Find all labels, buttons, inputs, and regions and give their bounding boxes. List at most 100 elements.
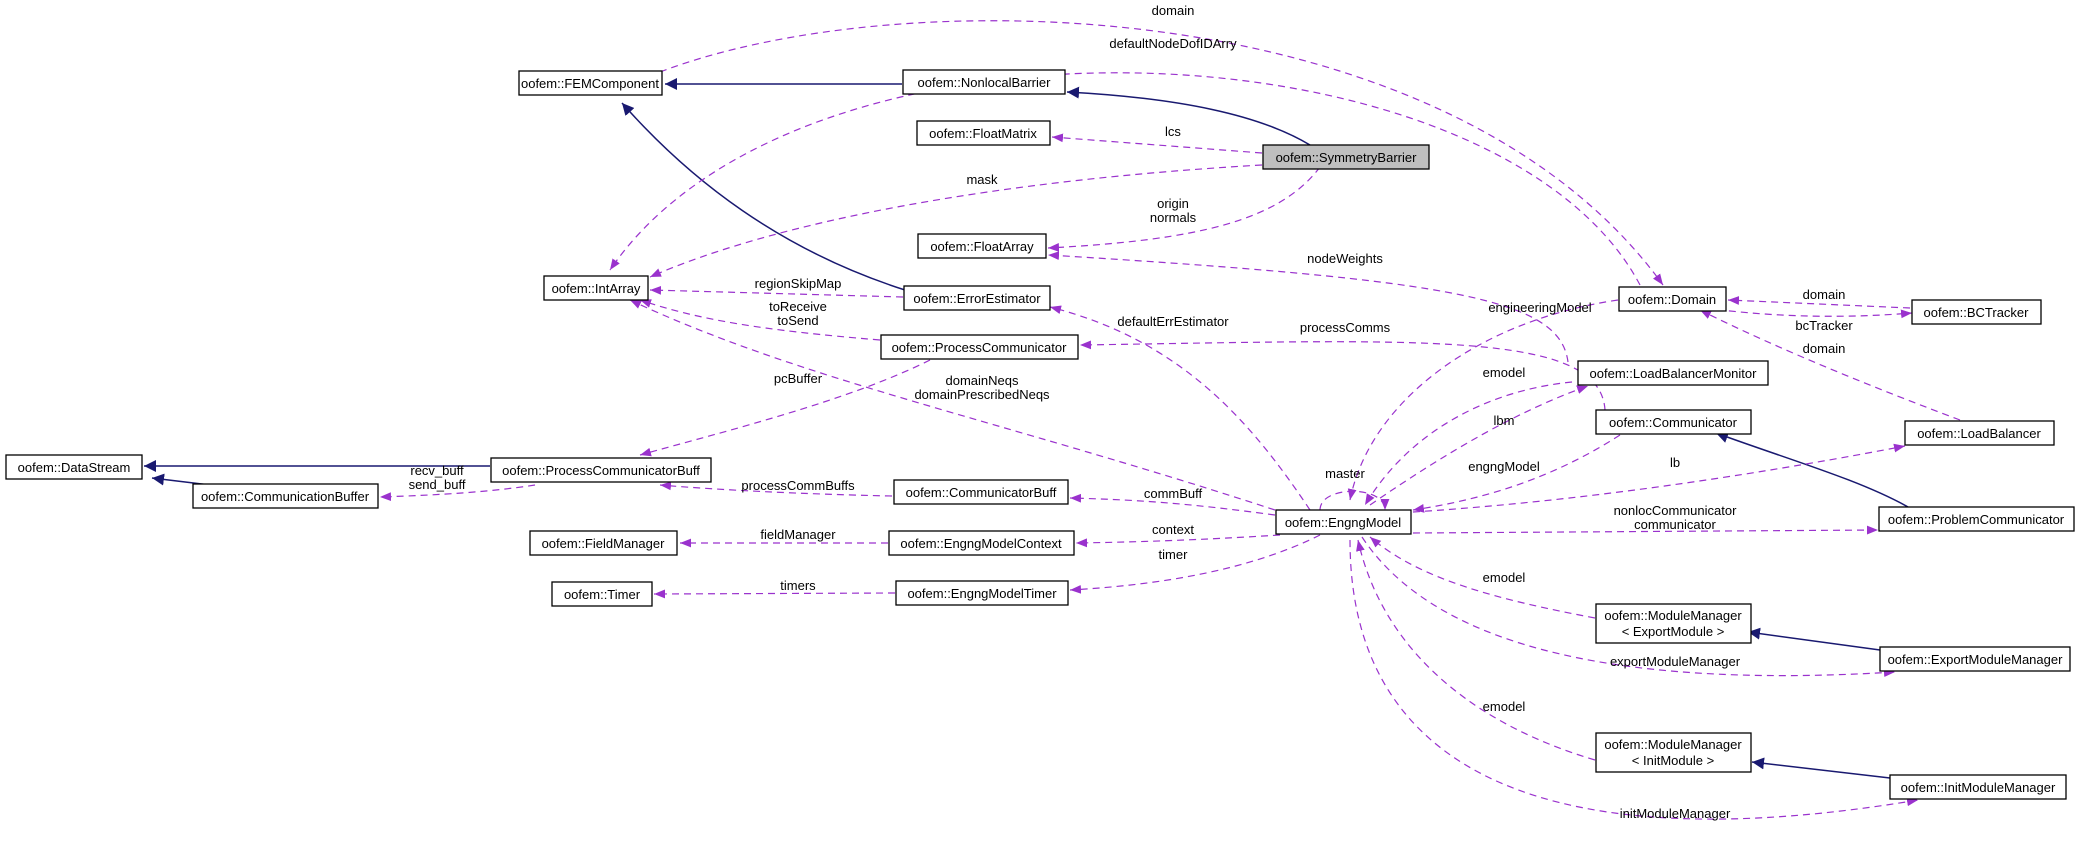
node-femcomponent[interactable]: oofem::FEMComponent: [518, 70, 663, 96]
edge-modulemanager-init-engngmodel: [1356, 539, 1596, 761]
edge-label: toSend: [777, 313, 818, 328]
edge-label: send_buff: [409, 477, 466, 492]
edge-problemcommunicator-communicator: [1715, 431, 1909, 508]
edge-errorestimator-femcomponent: [621, 102, 906, 291]
edge-engngmodel-master: [1319, 490, 1390, 511]
edge-label: defaultNodeDofIDArry: [1109, 36, 1237, 51]
node-symmetrybarrier[interactable]: oofem::SymmetryBarrier: [1262, 144, 1430, 170]
node-label: oofem::ExportModuleManager: [1888, 652, 2064, 667]
edge-engngmodel-communicatorbuff: [1069, 493, 1276, 516]
edge-label: communicator: [1634, 517, 1716, 532]
edge-processcommunicatorbuff-communicationbuffer: [379, 484, 536, 502]
node-label: oofem::EngngModelTimer: [907, 586, 1057, 601]
edge-label: emodel: [1483, 365, 1526, 380]
edge-label: recv_buff: [410, 463, 464, 478]
edge-label: pcBuffer: [774, 371, 823, 386]
node-label: oofem::EngngModelContext: [900, 536, 1062, 551]
node-label: oofem::ModuleManager: [1604, 737, 1742, 752]
node-bctracker[interactable]: oofem::BCTracker: [1911, 299, 2042, 325]
edge-symmetrybarrier-floatarray: [1047, 166, 1321, 252]
edge-label: regionSkipMap: [755, 276, 842, 291]
node-engngmodeltimer[interactable]: oofem::EngngModelTimer: [895, 580, 1069, 606]
edge-label: context: [1152, 522, 1194, 537]
node-initmodulemanager[interactable]: oofem::InitModuleManager: [1889, 774, 2067, 800]
edge-communicatorbuff-processcommunicatorbuff: [659, 481, 893, 497]
node-domain[interactable]: oofem::Domain: [1618, 286, 1727, 312]
node-problemcommunicator[interactable]: oofem::ProblemCommunicator: [1878, 506, 2075, 532]
edge-domain-engngmodel: [1347, 299, 1619, 501]
edge-processcommunicator-intarray: [639, 299, 881, 341]
edge-engngmodel-intarray: [629, 299, 1276, 511]
node-label: oofem::IntArray: [552, 281, 641, 296]
node-processcommunicator[interactable]: oofem::ProcessCommunicator: [880, 334, 1079, 360]
edge-label: bcTracker: [1795, 318, 1853, 333]
edge-engngmodel-loadbalancermonitor: [1369, 385, 1589, 506]
node-engngmodel[interactable]: oofem::EngngModel: [1275, 509, 1412, 535]
node-exportmodulemanager[interactable]: oofem::ExportModuleManager: [1879, 646, 2071, 672]
edge-label: processComms: [1300, 320, 1391, 335]
edge-label: toReceive: [769, 299, 827, 314]
edge-label: timer: [1159, 547, 1189, 562]
edge-label: commBuff: [1144, 486, 1203, 501]
node-label: oofem::SymmetryBarrier: [1276, 150, 1418, 165]
edge-label: exportModuleManager: [1610, 654, 1741, 669]
edge-engngmodeltimer-timer: [653, 589, 896, 599]
node-modulemanager-initmodule[interactable]: oofem::ModuleManager < InitModule >: [1595, 732, 1752, 773]
edge-label: domain: [1803, 341, 1846, 356]
node-label: oofem::InitModuleManager: [1901, 780, 2056, 795]
edge-engngmodel-loadbalancer: [1412, 443, 1906, 513]
edge-loadbalancermonitor-floatarray: [1047, 251, 1569, 363]
node-communicatorbuff[interactable]: oofem::CommunicatorBuff: [893, 479, 1069, 505]
node-label: oofem::EngngModel: [1285, 515, 1401, 530]
edge-label: initModuleManager: [1620, 806, 1731, 821]
node-label: oofem::DataStream: [18, 460, 131, 475]
node-fieldmanager[interactable]: oofem::FieldManager: [529, 530, 678, 556]
edge-label: domain: [1803, 287, 1846, 302]
node-floatarray[interactable]: oofem::FloatArray: [917, 233, 1047, 259]
node-nonlocalbarrier[interactable]: oofem::NonlocalBarrier: [902, 69, 1066, 95]
node-timer[interactable]: oofem::Timer: [551, 581, 653, 607]
node-datastream[interactable]: oofem::DataStream: [5, 454, 143, 480]
edge-errorestimator-intarray: [649, 285, 904, 298]
node-label-template: < InitModule >: [1632, 753, 1714, 768]
node-label: oofem::CommunicatorBuff: [906, 485, 1057, 500]
edge-engngmodel-errorestimator: [1049, 305, 1311, 511]
node-modulemanager-exportmodule[interactable]: oofem::ModuleManager < ExportModule >: [1595, 603, 1752, 644]
node-errorestimator[interactable]: oofem::ErrorEstimator: [903, 285, 1051, 311]
node-label: oofem::ProblemCommunicator: [1888, 512, 2065, 527]
node-label: oofem::Domain: [1628, 292, 1716, 307]
edge-label: domainNeqs: [946, 373, 1019, 388]
edge-domain-intarray: [609, 72, 1641, 286]
edge-label: emodel: [1483, 699, 1526, 714]
edge-engngmodel-problemcommunicator: [1412, 525, 1879, 535]
edge-label: lcs: [1165, 124, 1181, 139]
edge-domain-bctracker: [1704, 307, 1913, 319]
node-label: oofem::ModuleManager: [1604, 608, 1742, 623]
edge-label: fieldManager: [760, 527, 836, 542]
edge-label: engngModel: [1468, 459, 1540, 474]
node-communicator[interactable]: oofem::Communicator: [1595, 409, 1752, 435]
node-label: oofem::Communicator: [1609, 415, 1738, 430]
edge-label: lbm: [1494, 413, 1515, 428]
node-loadbalancermonitor[interactable]: oofem::LoadBalancerMonitor: [1577, 360, 1769, 386]
edge-bctracker-domain: [1727, 296, 1911, 309]
edge-engngmodel-initmodulemanager: [1349, 539, 1919, 820]
node-label-template: < ExportModule >: [1622, 624, 1725, 639]
node-floatmatrix[interactable]: oofem::FloatMatrix: [916, 120, 1051, 146]
node-loadbalancer[interactable]: oofem::LoadBalancer: [1904, 420, 2055, 446]
edge-label: origin: [1157, 196, 1189, 211]
node-processcommunicatorbuff[interactable]: oofem::ProcessCommunicatorBuff: [490, 457, 712, 483]
node-label: oofem::BCTracker: [1924, 305, 2030, 320]
node-label: oofem::FEMComponent: [521, 76, 659, 91]
edge-exportmodulemanager-modulemanager: [1747, 627, 1881, 651]
edge-engngmodel-exportmodulemanager: [1361, 536, 1896, 678]
edge-symmetrybarrier-nonlocalbarrier: [1066, 86, 1311, 146]
edge-initmodulemanager-modulemanager: [1751, 757, 1891, 779]
node-communicationbuffer[interactable]: oofem::CommunicationBuffer: [192, 483, 379, 509]
node-label: oofem::LoadBalancerMonitor: [1590, 366, 1758, 381]
edge-label: master: [1325, 466, 1365, 481]
node-engngmodelcontext[interactable]: oofem::EngngModelContext: [888, 530, 1075, 556]
edge-label: timers: [780, 578, 816, 593]
node-intarray[interactable]: oofem::IntArray: [543, 275, 649, 301]
